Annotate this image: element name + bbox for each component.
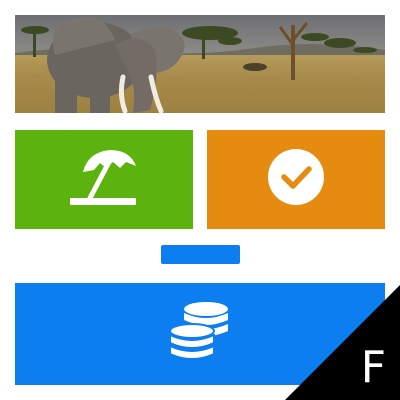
database-tile[interactable] — [15, 283, 385, 385]
elephant-savanna-photo — [15, 15, 385, 113]
beach-tile[interactable] — [15, 130, 193, 229]
blue-button[interactable] — [161, 245, 240, 264]
hero-image — [15, 15, 385, 113]
database-coins-icon — [168, 301, 232, 368]
checkmark-circle-icon — [267, 148, 325, 211]
check-tile[interactable] — [207, 130, 385, 229]
beach-umbrella-icon — [68, 146, 140, 213]
